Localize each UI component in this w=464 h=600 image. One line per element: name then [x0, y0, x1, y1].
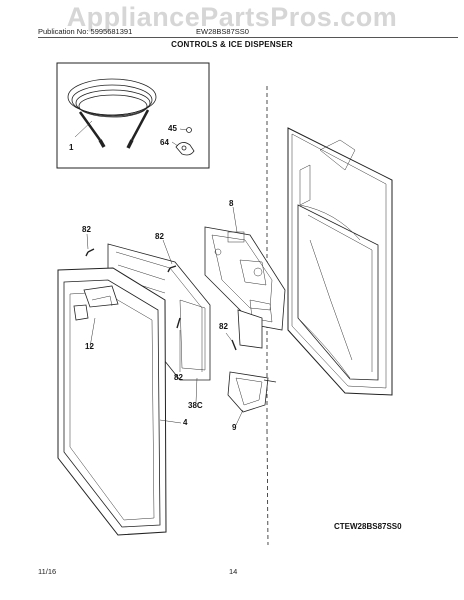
callout-64: 64: [160, 138, 169, 147]
footer-date: 11/16: [38, 567, 57, 576]
callout-9: 9: [232, 423, 237, 432]
callout-12: 12: [85, 342, 94, 351]
diagram-code: CTEW28BS87SS0: [334, 522, 402, 531]
callout-8: 8: [229, 199, 234, 208]
section-title: CONTROLS & ICE DISPENSER: [171, 40, 293, 49]
model-number: EW28BS87SS0: [196, 27, 249, 36]
callout-82-top-mid: 82: [155, 232, 164, 241]
dispenser-cavity-liner: [287, 127, 393, 396]
callout-82-bottom: 82: [174, 373, 183, 382]
ice-dispenser-housing: [204, 226, 286, 349]
callout-4: 4: [183, 418, 188, 427]
screws: [85, 248, 237, 351]
ice-chute: [227, 371, 277, 413]
callout-45: 45: [168, 124, 177, 133]
tubing-kit-box: [56, 62, 210, 169]
publication-number: Publication No: 5995681391: [38, 27, 133, 36]
callout-82-right: 82: [219, 322, 228, 331]
watermark: AppliancePartsPros.com: [66, 2, 398, 32]
footer-page-number: 14: [229, 567, 238, 576]
callout-1: 1: [69, 143, 74, 152]
header-rule: [38, 37, 458, 38]
callout-38c: 38C: [188, 401, 203, 410]
dispenser-door-panel: [57, 267, 167, 536]
callout-82-top-left: 82: [82, 225, 91, 234]
